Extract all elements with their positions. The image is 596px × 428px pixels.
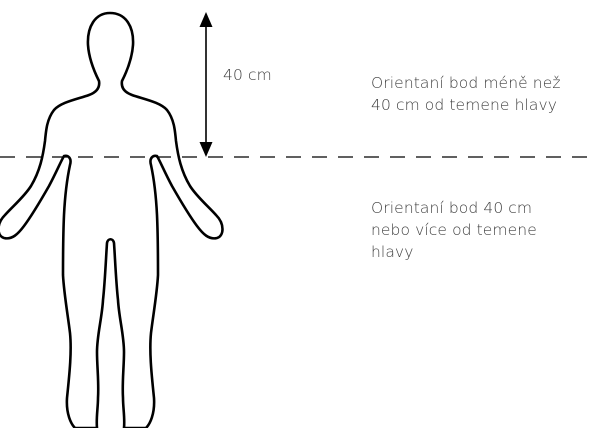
below-zone-line-3: hlavy: [371, 241, 537, 263]
measurement-label: 40 cm: [223, 64, 272, 86]
below-zone-line-2: nebo více od temene: [371, 219, 537, 241]
above-zone-caption: Orientaní bod méně než 40 cm od temene h…: [371, 72, 561, 116]
double-headed-vertical-arrow-icon: [200, 12, 213, 157]
above-zone-line-2: 40 cm od temene hlavy: [371, 94, 561, 116]
below-zone-line-1: Orientaní bod 40 cm: [371, 197, 537, 219]
above-zone-line-1: Orientaní bod méně než: [371, 72, 561, 94]
measurement-label-text: 40 cm: [223, 64, 272, 86]
below-zone-caption: Orientaní bod 40 cm nebo více od temene …: [371, 197, 537, 263]
human-body-outline-icon: [0, 13, 223, 428]
